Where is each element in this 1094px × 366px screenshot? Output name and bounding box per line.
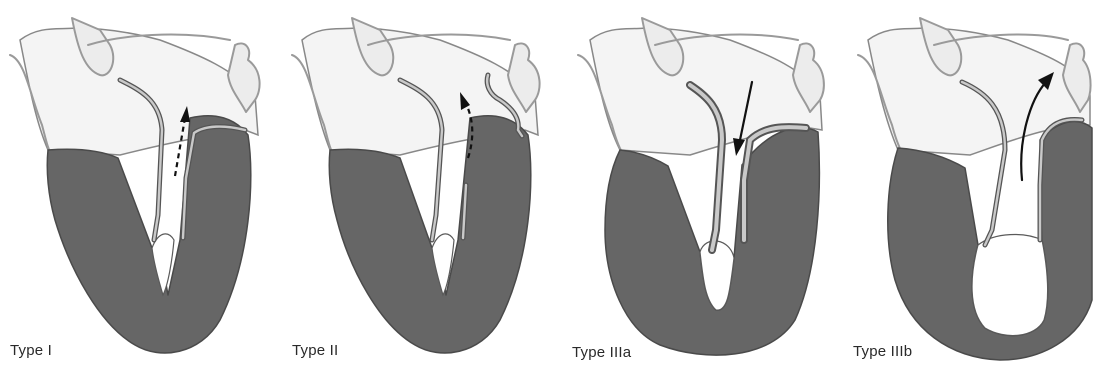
panel-type-i <box>10 18 260 353</box>
dilated-cavity-type-iiib <box>972 235 1048 336</box>
panel-label-type-iiia: Type IIIa <box>572 344 631 361</box>
panel-type-ii <box>292 18 540 353</box>
panel-label-type-ii: Type II <box>292 342 338 359</box>
panel-type-iiia <box>578 18 824 355</box>
ventricle-type-ii <box>329 116 531 353</box>
panel-type-iiib <box>858 18 1092 360</box>
ventricle-type-i <box>47 116 251 353</box>
panel-label-type-i: Type I <box>10 342 52 359</box>
panel-label-type-iiib: Type IIIb <box>853 343 912 360</box>
